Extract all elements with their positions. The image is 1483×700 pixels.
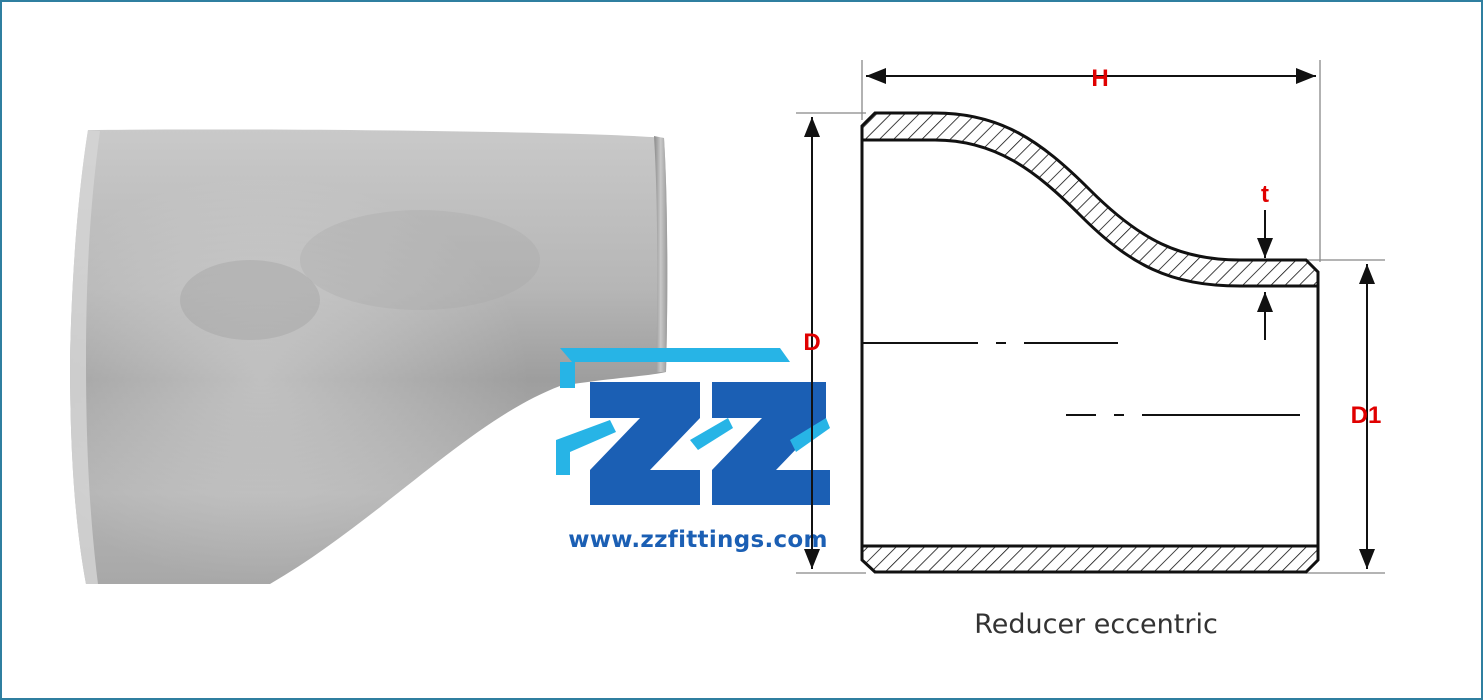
reducer-small-end-rim	[654, 136, 668, 372]
label-t: t	[1261, 181, 1269, 208]
top-wall-section	[860, 111, 1320, 288]
diagram-caption: Reducer eccentric	[974, 609, 1218, 640]
reducer-highlight	[70, 129, 668, 584]
label-h: H	[1091, 65, 1108, 92]
logo-top-stripe	[560, 348, 790, 362]
watermark-logo: www.zzfittings.com	[556, 348, 830, 553]
logo-left-accent	[556, 420, 616, 475]
label-d: D	[803, 329, 820, 356]
logo-letter-z-2	[712, 382, 830, 505]
bottom-wall-section	[860, 544, 1320, 574]
reducer-photo	[70, 129, 668, 584]
watermark-url: www.zzfittings.com	[568, 527, 828, 553]
label-d1: D1	[1351, 402, 1382, 429]
logo-letter-z-1	[590, 382, 700, 505]
reducer-drawing	[796, 60, 1385, 574]
reducer-large-end-rim	[70, 130, 100, 584]
